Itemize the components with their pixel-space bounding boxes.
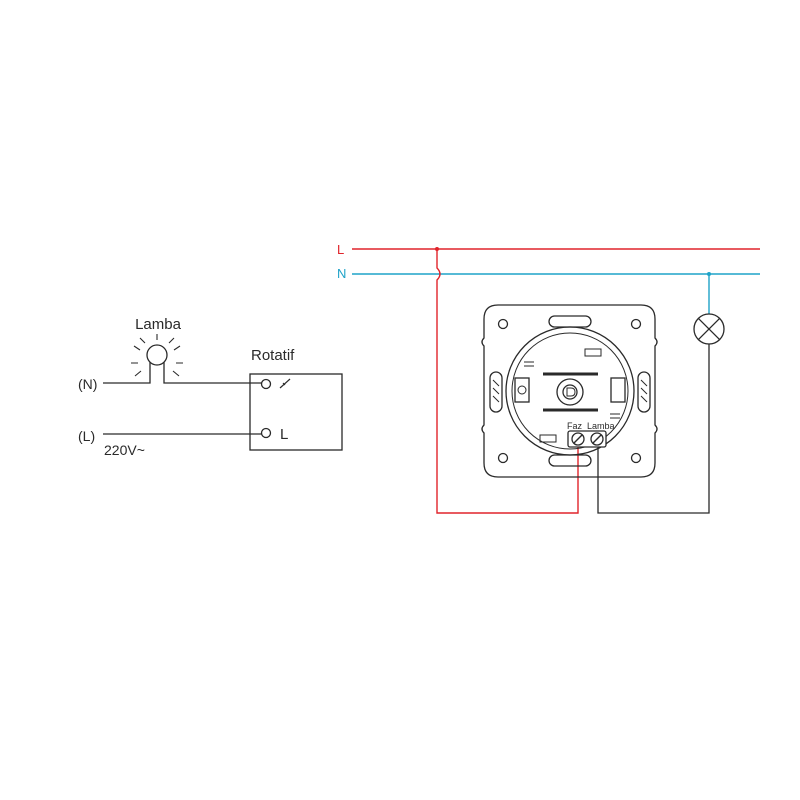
bus-n-label: N xyxy=(337,266,346,281)
dimmer-module xyxy=(481,304,658,478)
dimmer-icon xyxy=(279,378,291,389)
lamp-cross-icon xyxy=(693,313,725,345)
lamp-label: Lamba xyxy=(135,316,182,333)
neutral-label: (N) xyxy=(78,376,97,392)
bus-l-label: L xyxy=(337,242,344,257)
neutral-wire xyxy=(103,370,151,384)
voltage-label: 220V~ xyxy=(104,442,145,458)
lamp-bulb-icon xyxy=(131,334,183,377)
phase-drop-wire xyxy=(436,249,579,514)
terminal-lamp-label: Lamba xyxy=(587,421,615,431)
live-label: (L) xyxy=(78,428,95,444)
terminal-lamp-screw xyxy=(590,432,604,446)
rotatif-box xyxy=(249,373,343,451)
rotary-knob-icon xyxy=(556,378,584,406)
lamp-to-device-wire xyxy=(163,370,262,384)
terminal-l-label: L xyxy=(280,426,288,443)
lamp-return-wire xyxy=(597,344,710,514)
terminal-l xyxy=(260,427,272,439)
terminal-phase-label: Faz xyxy=(567,421,583,431)
wiring: L N xyxy=(337,242,760,514)
terminal-dimmer xyxy=(260,378,272,390)
schematic: Lamba (N) (L) 220V~ Rotatif L xyxy=(78,316,343,458)
device-label: Rotatif xyxy=(251,347,295,364)
terminal-phase-screw xyxy=(571,432,585,446)
terminal-phase-block xyxy=(567,430,607,448)
